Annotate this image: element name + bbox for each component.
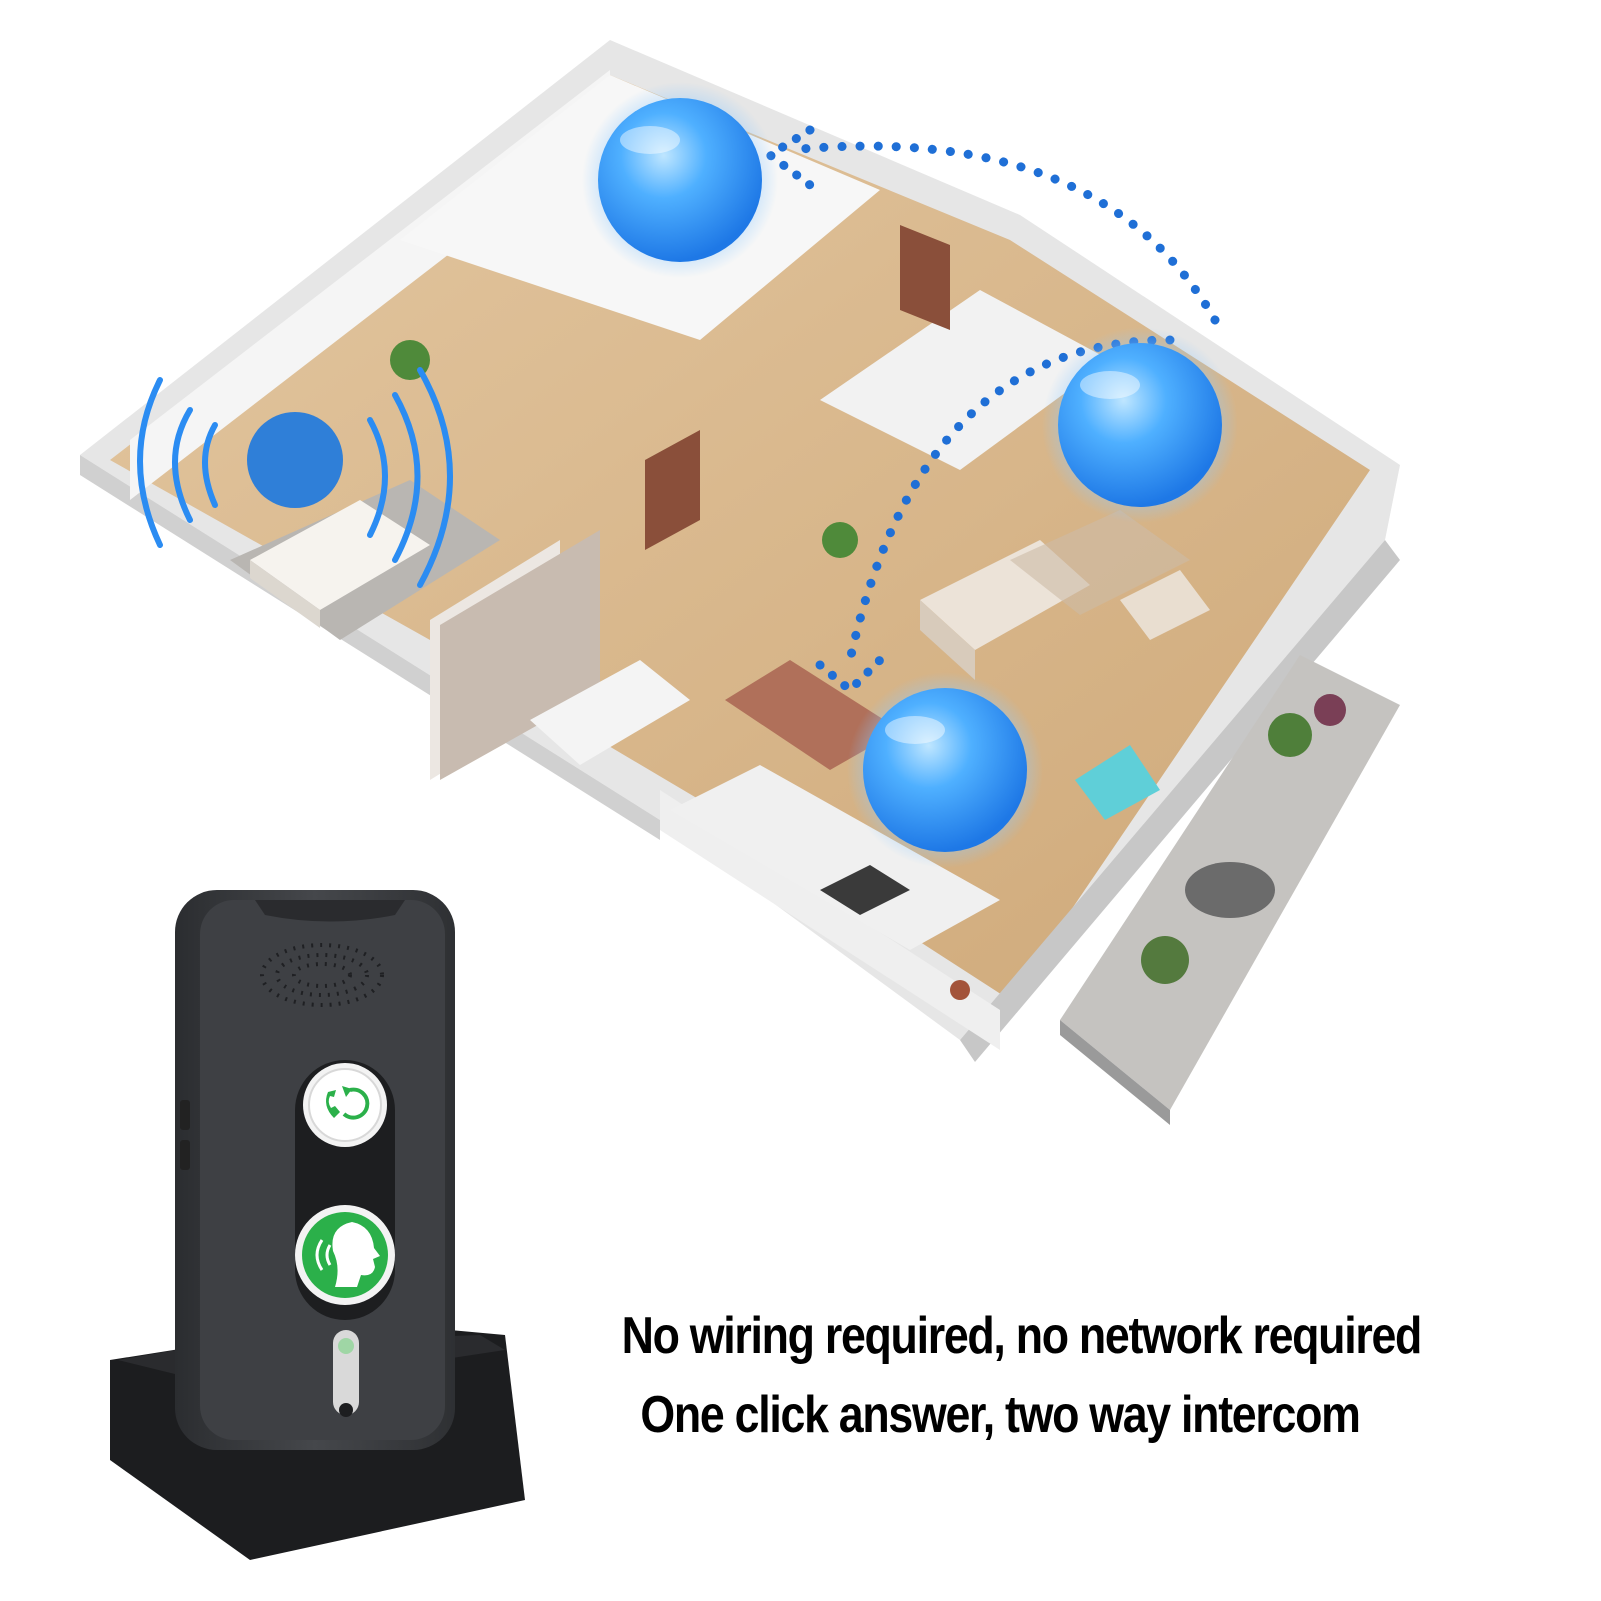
- bottom-logo-icon: [339, 1403, 353, 1417]
- armchair: [1120, 570, 1210, 640]
- plant-2: [822, 522, 858, 558]
- wave-right-outer: [417, 367, 453, 588]
- caption-line-1: No wiring required, no network required: [621, 1307, 1423, 1365]
- door-wood-2: [900, 225, 950, 330]
- bed: [250, 500, 430, 610]
- balcony-plant: [1268, 713, 1312, 757]
- wave-left-mid: [172, 407, 193, 523]
- arc-top: [785, 141, 1220, 325]
- talk-button[interactable]: [295, 1205, 395, 1305]
- bathtub: [530, 660, 690, 765]
- speaking-head-icon: [315, 1222, 380, 1287]
- dotted-arrows: [785, 141, 1220, 665]
- receiver-top: [582, 82, 778, 278]
- wall-living-back: [820, 290, 1110, 470]
- balcony-plant-3: [1141, 936, 1189, 984]
- plant-3: [950, 980, 970, 1000]
- indicator-slot: [333, 1330, 359, 1415]
- balcony-table: [1185, 862, 1275, 918]
- handset-notch: [255, 900, 405, 922]
- speaker-grill: [260, 943, 384, 1007]
- balcony-plant-2: [1314, 694, 1346, 726]
- side-button-1[interactable]: [180, 1100, 190, 1130]
- indicator-light-icon: [338, 1338, 354, 1354]
- receiver-bottom: [847, 672, 1043, 868]
- wall-kitchen: [660, 790, 1000, 1050]
- arrow-head-middle: [815, 655, 885, 695]
- transmitter-dot: [247, 412, 343, 508]
- outer-wall-front: [80, 455, 660, 840]
- floor: [110, 75, 1370, 1000]
- kitchen-counter: [670, 765, 1000, 950]
- phone-refresh-button[interactable]: [303, 1063, 387, 1147]
- teal-chair: [1075, 745, 1160, 820]
- stove: [820, 865, 910, 915]
- signal-waves: [137, 367, 453, 588]
- caption-line-2: One click answer, two way intercom: [640, 1386, 1360, 1444]
- phone-refresh-icon: [326, 1086, 370, 1120]
- bed-side: [250, 560, 320, 628]
- living-rug: [1010, 510, 1190, 615]
- door-wood: [645, 430, 700, 550]
- intercom-device: [110, 890, 525, 1560]
- receiver-right: [1042, 327, 1238, 523]
- wall-bath-tiles: [440, 530, 600, 780]
- sofa-side: [920, 600, 975, 680]
- side-button-2[interactable]: [180, 1140, 190, 1170]
- wave-left-inner: [202, 422, 218, 508]
- wave-right-inner: [367, 417, 388, 538]
- wave-right-mid: [392, 392, 421, 563]
- balcony-rail: [1060, 1020, 1170, 1125]
- wave-left-outer: [137, 377, 163, 548]
